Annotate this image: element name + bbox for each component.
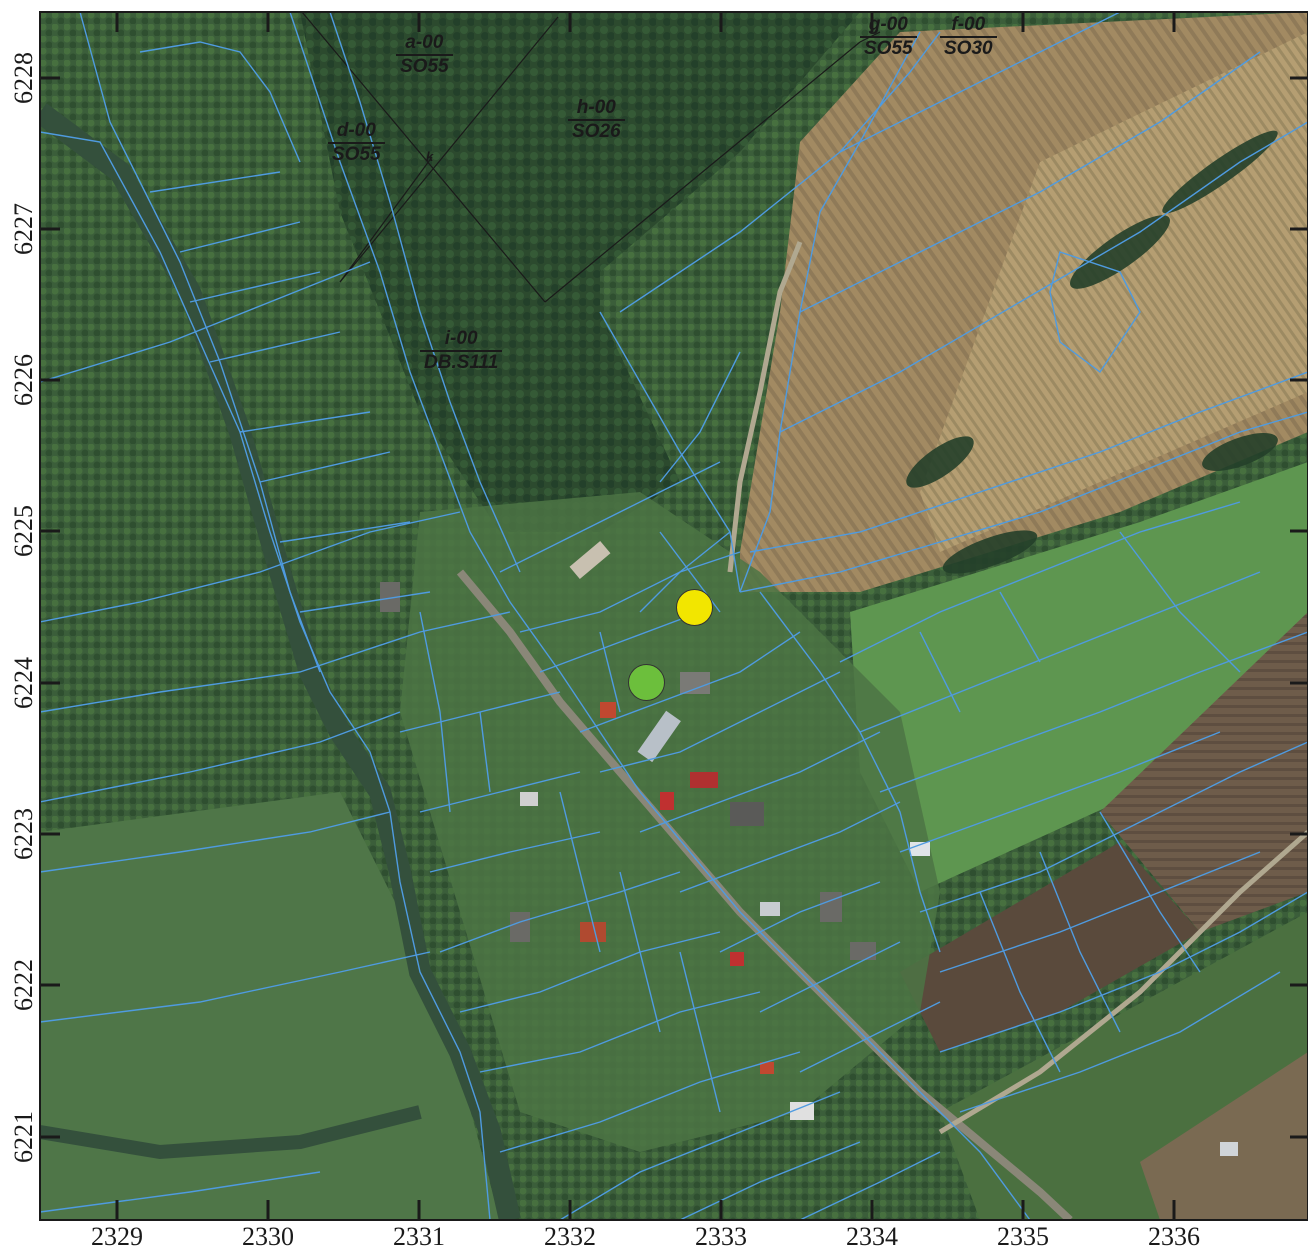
dirt-road-north: [727, 241, 803, 573]
tree-rows: [906, 130, 1278, 574]
forest-label-i: i-00 DB.S111: [420, 328, 503, 374]
x-tick-2330: 2330: [242, 1222, 294, 1251]
forest-label-h-top: h-00: [568, 97, 625, 121]
field-green: [850, 462, 1308, 892]
cadastral-parcel-lines: [40, 12, 1308, 1220]
forest-label-h: h-00 SO26: [568, 97, 625, 143]
village-area: [400, 492, 940, 1152]
x-tick-2334: 2334: [846, 1222, 898, 1251]
forest-label-a-top: a-00: [396, 32, 453, 56]
field-tan: [920, 32, 1308, 552]
forest-label-a-bottom: SO55: [400, 56, 449, 77]
tick-marks: [40, 12, 1308, 1220]
y-tick-6223: 6223: [9, 808, 38, 860]
forest-label-i-top: i-00: [420, 328, 503, 352]
x-tick-2336: 2336: [1148, 1222, 1200, 1251]
green-point-marker[interactable]: [628, 664, 665, 701]
river-branch: [40, 1105, 422, 1160]
forest-label-a: a-00 SO55: [396, 32, 453, 78]
y-tick-6225: 6225: [9, 505, 38, 557]
forest-label-h-bottom: SO26: [572, 121, 621, 142]
forest-label-d-top: d-00: [328, 120, 385, 144]
x-tick-2333: 2333: [695, 1222, 747, 1251]
forest-label-d-bottom: SO55: [332, 144, 381, 165]
field-ploughed: [1100, 612, 1308, 932]
yellow-point-marker[interactable]: [676, 589, 713, 626]
x-tick-2335: 2335: [997, 1222, 1049, 1251]
map-area[interactable]: a-00 SO55 h-00 SO26 d-00 SO55 i-00 DB.S1…: [40, 12, 1308, 1220]
y-tick-6224: 6224: [9, 657, 38, 709]
meadow-west: [40, 792, 500, 1220]
y-tick-6228: 6228: [9, 52, 38, 104]
x-tick-2331: 2331: [393, 1222, 445, 1251]
forest-label-g-top: g-00: [860, 14, 917, 38]
y-tick-6227: 6227: [9, 203, 38, 255]
field-southeast-bare: [1140, 1052, 1308, 1220]
buildings: [380, 541, 1238, 1156]
forest-label-g-bottom: SO55: [864, 38, 913, 59]
forest-division-lines: [301, 12, 881, 303]
x-tick-2329: 2329: [91, 1222, 143, 1251]
orthophoto-map: [40, 12, 1308, 1220]
forest-stand: [300, 12, 860, 532]
forest-label-f: f-00 SO30: [940, 14, 997, 60]
forest-label-d: d-00 SO55: [328, 120, 385, 166]
forest-label-f-bottom: SO30: [944, 38, 993, 59]
vertex-label-k: k: [426, 149, 434, 164]
forest-label-i-bottom: DB.S111: [424, 352, 499, 373]
forest-label-f-top: f-00: [940, 14, 997, 38]
forest-label-g: g-00 SO55: [860, 14, 917, 60]
y-tick-6221: 6221: [9, 1111, 38, 1163]
y-tick-6222: 6222: [9, 959, 38, 1011]
y-tick-6226: 6226: [9, 354, 38, 406]
field-ploughed-2: [900, 842, 1200, 1052]
dirt-road-east: [938, 830, 1308, 1135]
x-tick-2332: 2332: [544, 1222, 596, 1251]
